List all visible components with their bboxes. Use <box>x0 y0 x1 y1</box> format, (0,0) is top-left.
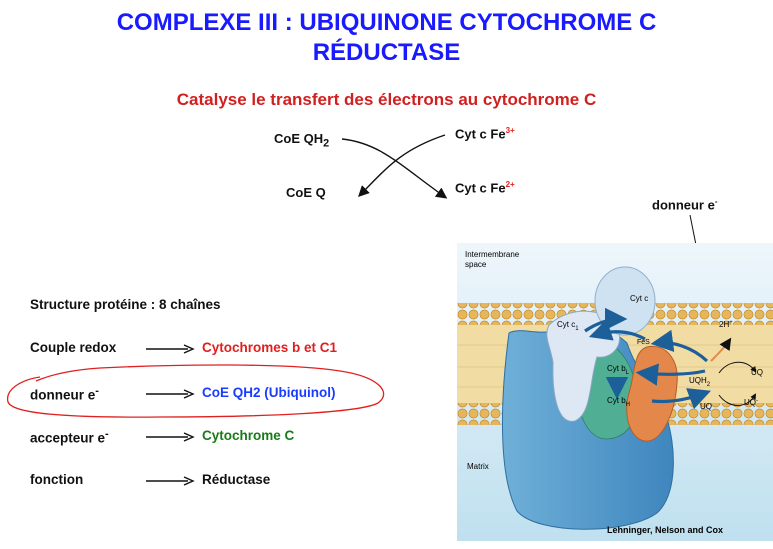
page-title-line-1: COMPLEXE III : UBIQUINONE CYTOCHROME C <box>116 9 657 36</box>
subtitle: Catalyse le transfert des électrons au c… <box>176 90 597 109</box>
row-arrow <box>146 344 195 354</box>
2h-plus-label: 2H+ <box>719 320 733 329</box>
reactant-label: CoE QH <box>274 131 324 146</box>
product-cytc-fe2: Cyt c Fe2+ <box>455 180 515 195</box>
reactant-coeqh2: CoE QH2 <box>274 131 329 150</box>
donneur-callout-sup: - <box>714 197 718 206</box>
cyt-c1-label: Cyt c1 <box>557 320 579 332</box>
row-label-text: Couple redox <box>30 340 117 355</box>
cyt-c-label: Cyt c <box>630 294 648 303</box>
complex-iii-figure: Intermembrane space Matrix Cyt c Cyt c1 … <box>457 243 773 541</box>
row-arrow <box>146 432 195 442</box>
row-label: Couple redox <box>30 340 116 355</box>
matrix-label: Matrix <box>467 462 489 471</box>
row-label-sup: - <box>105 428 109 440</box>
reactant-sub: 2 <box>323 137 330 150</box>
row-value: Cytochrome C <box>202 428 295 443</box>
page-title-line-2: RÉDUCTASE <box>312 39 461 66</box>
reaction-cross-arrows <box>341 134 448 199</box>
reactant-cytc-fe3: Cyt c Fe3+ <box>455 126 515 141</box>
cyt-bh-label: Cyt bH <box>607 396 630 408</box>
row-label-text: fonction <box>30 472 84 487</box>
product-cytc-label: Cyt c Fe <box>455 180 506 196</box>
row-arrow <box>146 476 195 486</box>
reactant-cytc-label: Cyt c Fe <box>455 126 506 142</box>
space-label: space <box>465 260 487 269</box>
uq-label-top: UQ <box>751 368 763 377</box>
row-label-text: accepteur e <box>30 430 106 446</box>
fe3-sup: 3+ <box>505 126 515 135</box>
row-value: Cytochromes b et C1 <box>202 340 338 355</box>
fes-label: FeS <box>637 339 650 346</box>
uqh2-label: UQH2 <box>689 376 711 388</box>
donneur-callout-label: donneur e <box>652 197 715 213</box>
highlight-ellipse <box>7 364 385 418</box>
row-label: accepteur e- <box>30 428 109 446</box>
fe2-sup: 2+ <box>505 180 515 189</box>
donneur-callout: donneur e- <box>652 197 718 212</box>
intermembrane-label: Intermembrane <box>465 250 520 259</box>
uq-label-bottom: UQ <box>700 402 712 411</box>
uq-minus-label: UQ- <box>744 398 758 407</box>
structure-text: Structure protéine : 8 chaînes <box>30 297 221 312</box>
cyt-bl-label: Cyt bL <box>607 364 630 376</box>
row-label-sup: - <box>95 385 99 397</box>
product-coeq: CoE Q <box>286 185 326 200</box>
row-value: CoE QH2 (Ubiquinol) <box>202 385 336 400</box>
row-label: fonction <box>30 472 83 487</box>
figure-credit: Lehninger, Nelson and Cox <box>607 525 723 535</box>
row-label: donneur e- <box>30 385 99 403</box>
row-arrow <box>146 389 195 399</box>
row-label-text: donneur e <box>30 387 96 403</box>
row-value: Réductase <box>202 472 271 487</box>
